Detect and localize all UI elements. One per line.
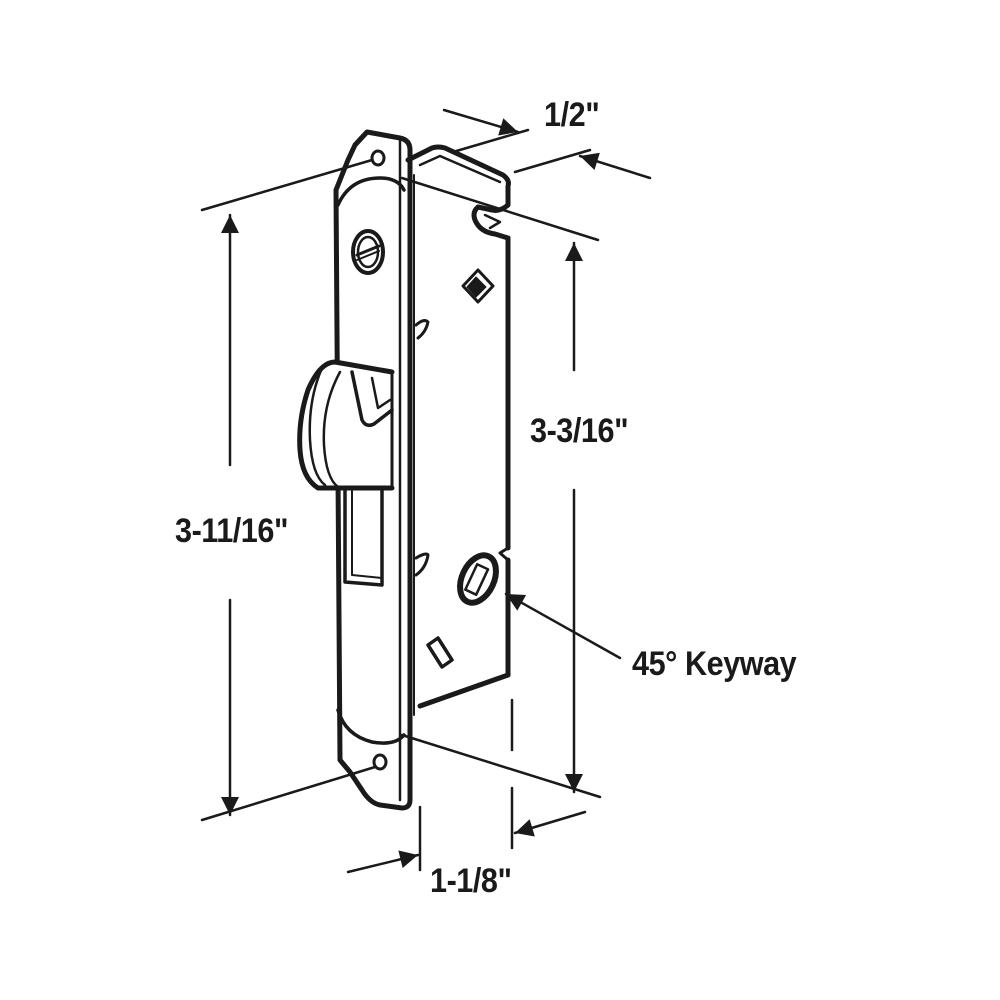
body-depth-label: 1/2" [544, 96, 600, 134]
adjustment-screw-icon [351, 229, 385, 275]
lock-case [405, 144, 511, 716]
keyway-callout-label: 45° Keyway [632, 645, 797, 683]
keyway-icon [457, 552, 499, 606]
faceplate [333, 129, 413, 811]
body-height-label: 3-3/16" [530, 412, 629, 450]
overall-height-label: 3-11/16" [175, 512, 289, 550]
backset-label: 1-1/8" [430, 862, 512, 900]
diamond-mark-icon [461, 268, 495, 304]
dimension-lines [200, 108, 652, 874]
hook-latch [297, 359, 395, 491]
